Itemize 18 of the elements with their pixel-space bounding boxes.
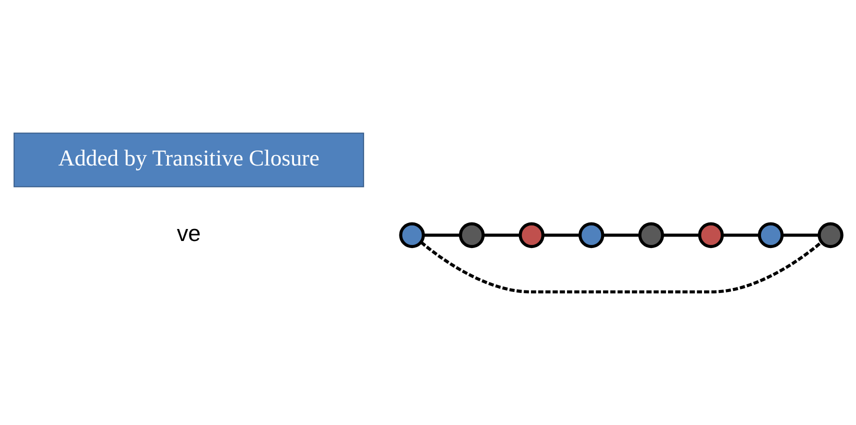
connector <box>542 234 580 237</box>
node-circle <box>758 222 784 248</box>
connector <box>662 234 700 237</box>
node-circle <box>818 222 844 248</box>
label: ve <box>176 220 201 246</box>
connector <box>602 234 640 237</box>
node-box: Added by Transitive Closure <box>14 132 364 188</box>
connector <box>722 234 760 237</box>
connector <box>420 241 822 294</box>
node-circle <box>518 222 544 248</box>
connector <box>483 234 520 237</box>
connector <box>423 234 460 237</box>
node-circle <box>399 222 425 248</box>
node-circle <box>458 222 485 248</box>
node-circle <box>578 222 604 248</box>
node-circle <box>698 222 724 248</box>
node-circle <box>638 222 664 248</box>
connector <box>782 234 819 237</box>
